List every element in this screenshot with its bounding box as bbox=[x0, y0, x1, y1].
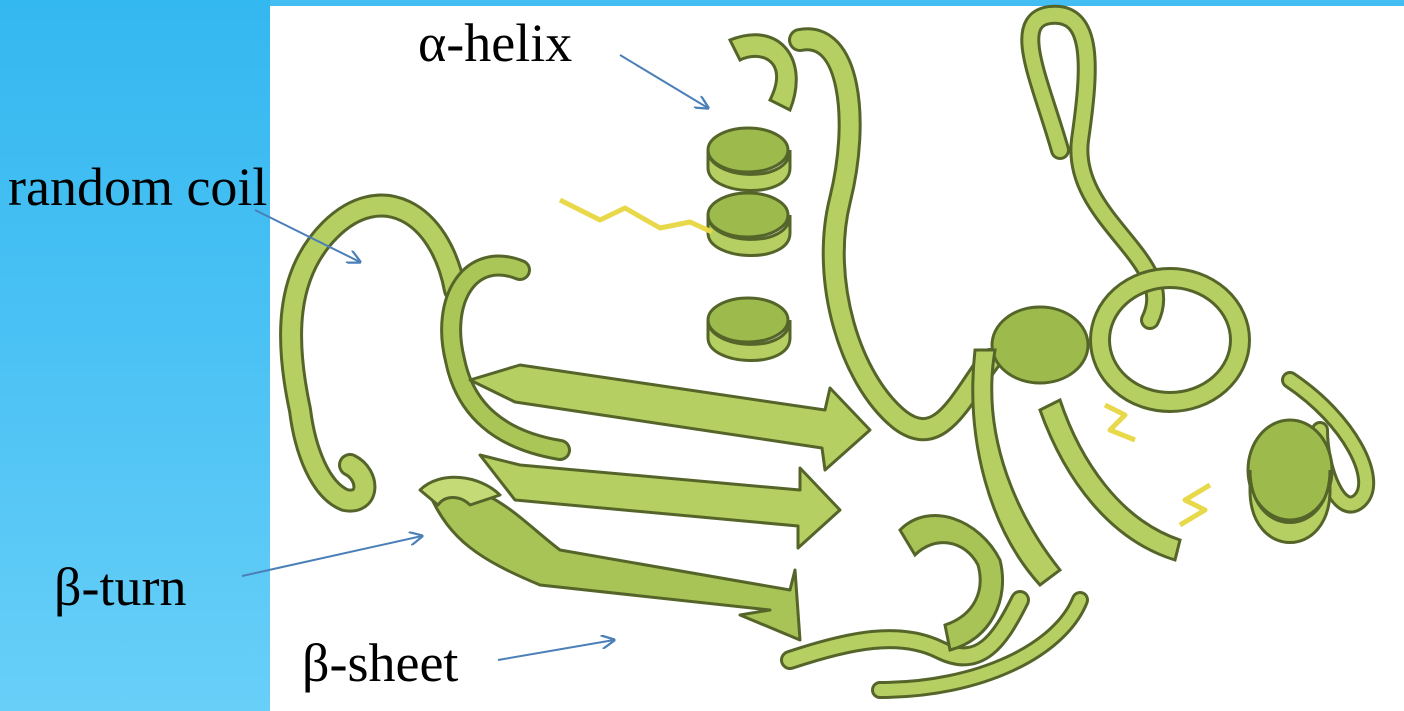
beta-sheet-label: β-sheet bbox=[302, 636, 458, 690]
turn-arrow bbox=[242, 536, 422, 576]
helix-arrow bbox=[620, 55, 708, 108]
alpha-helix-left bbox=[708, 35, 796, 361]
sheet-arrow bbox=[498, 640, 614, 660]
beta-turn-label: β-turn bbox=[54, 560, 186, 614]
right-helices bbox=[900, 278, 1332, 650]
alpha-helix-label: α-helix bbox=[418, 16, 572, 70]
random-coil-loops bbox=[291, 15, 1366, 690]
random-coil-label: random coil bbox=[8, 160, 267, 214]
